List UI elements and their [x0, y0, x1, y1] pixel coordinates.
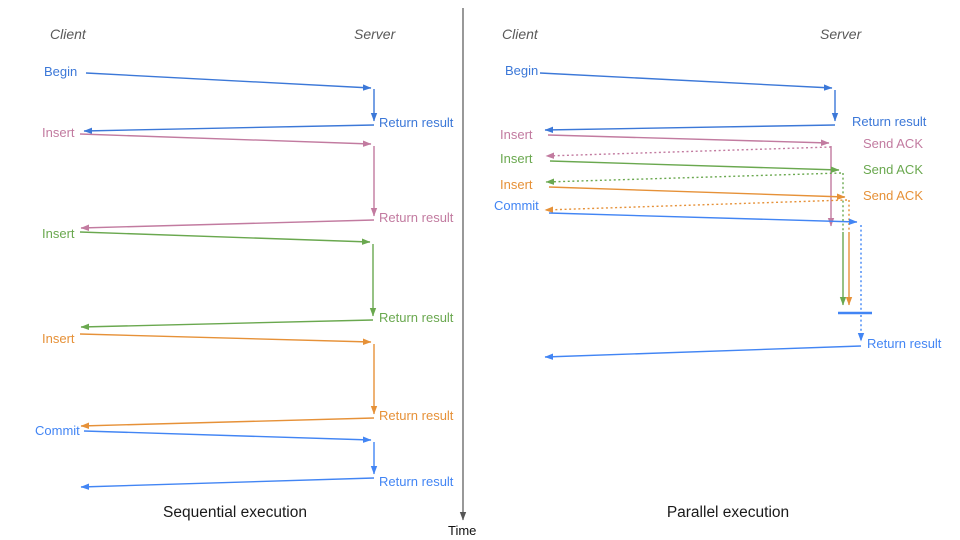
- sequential-panel-title: Sequential execution: [163, 504, 307, 521]
- parallel-server-header: Server: [820, 26, 862, 42]
- seq-insert1-label: Insert: [42, 125, 75, 140]
- seq-insert2-response-line: [80, 319, 374, 331]
- seq-commit-return-label: Return result: [379, 474, 454, 489]
- par-begin-request-line: [539, 72, 833, 91]
- seq-insert3-response-line: [80, 417, 375, 430]
- seq-insert3-return-label: Return result: [379, 408, 454, 423]
- par-begin-return-label: Return result: [852, 114, 927, 129]
- seq-insert3-label: Insert: [42, 331, 75, 346]
- seq-insert2-label: Insert: [42, 226, 75, 241]
- par-insert1-ack-label: Send ACK: [863, 136, 923, 151]
- seq-commit-response-line: [80, 477, 375, 490]
- par-begin-label: Begin: [505, 63, 539, 78]
- seq-insert3-request-line: [79, 333, 372, 346]
- par-insert1-ack-line: [545, 146, 832, 159]
- par-insert3-ack-label: Send ACK: [863, 188, 923, 203]
- par-commit-label: Commit: [494, 198, 539, 213]
- par-insert3-request-line: [548, 186, 846, 200]
- seq-insert1-request-line: [79, 133, 372, 147]
- par-begin-response-line: [544, 124, 836, 134]
- seq-insert1-response-line: [80, 219, 375, 232]
- par-insert3-label: Insert: [500, 177, 533, 192]
- seq-insert2-return-label: Return result: [379, 310, 454, 325]
- seq-insert2-request-line: [79, 231, 371, 245]
- par-insert2-ack-label: Send ACK: [863, 162, 923, 177]
- seq-begin-response-line: [83, 124, 375, 135]
- par-insert2-label: Insert: [500, 151, 533, 166]
- par-insert1-label: Insert: [500, 127, 533, 142]
- seq-insert1-return-label: Return result: [379, 210, 454, 225]
- par-commit-response-line: [544, 345, 862, 360]
- seq-commit-request-line: [83, 430, 372, 443]
- seq-begin-request-line: [85, 72, 372, 91]
- par-insert1-request-line: [547, 134, 830, 146]
- par-insert2-request-line: [549, 160, 840, 173]
- parallel-panel-title: Parallel execution: [666, 504, 790, 521]
- parallel-client-header: Client: [502, 26, 538, 42]
- par-commit-return-label: Return result: [867, 336, 942, 351]
- par-insert2-ack-line: [545, 172, 842, 185]
- seq-commit-label: Commit: [35, 423, 80, 438]
- time-axis-label: Time: [448, 523, 477, 538]
- seq-begin-label: Begin: [44, 64, 78, 79]
- par-insert3-ack-line: [544, 199, 848, 213]
- sequential-client-header: Client: [50, 26, 86, 42]
- sequential-server-header: Server: [354, 26, 396, 42]
- par-commit-request-line: [548, 212, 858, 225]
- seq-begin-return-label: Return result: [379, 115, 454, 130]
